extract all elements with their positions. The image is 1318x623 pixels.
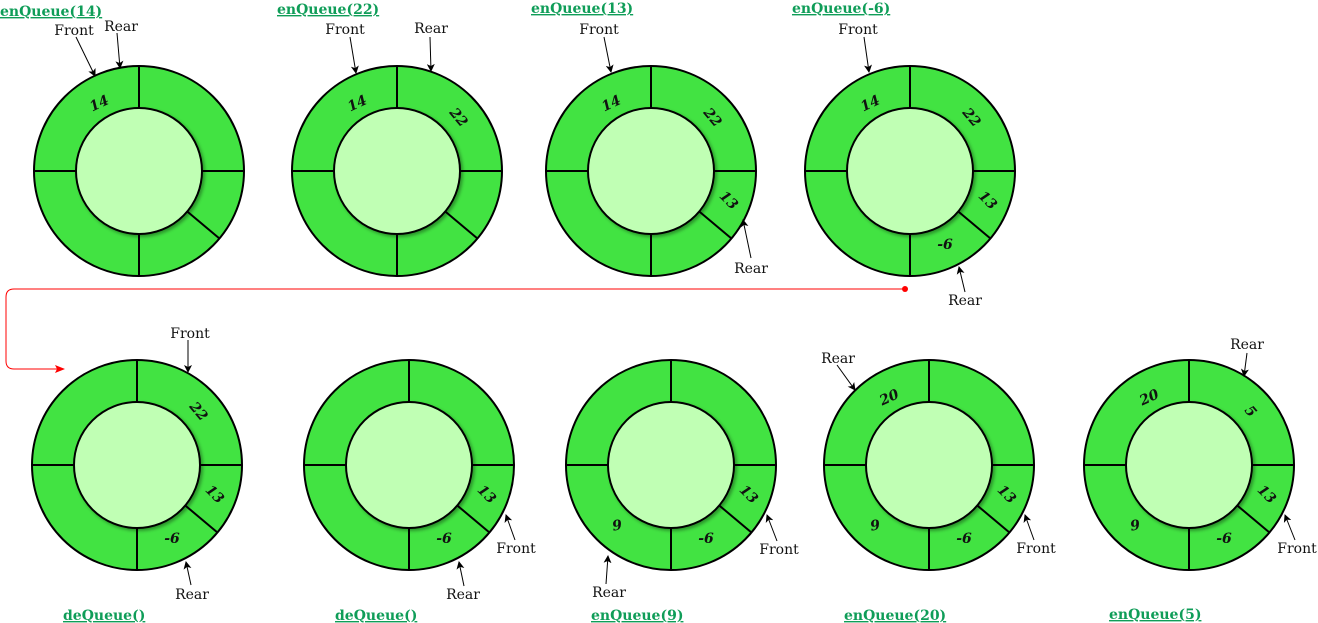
front-label: Front — [1016, 541, 1056, 557]
slot-value: 20 — [1136, 386, 1162, 409]
rear-pointer-arrow — [1240, 352, 1249, 377]
queue-state-1: 14 enQueue(14) Front Rear — [0, 4, 245, 277]
rear-pointer-arrow — [603, 555, 612, 585]
rear-pointer-arrow — [426, 36, 435, 72]
operation-title: enQueue(14) — [0, 4, 102, 20]
front-pointer-arrow — [1023, 514, 1035, 541]
queue-center — [333, 107, 461, 235]
rear-pointer-arrow — [183, 561, 192, 586]
front-label: Front — [759, 542, 799, 558]
slot-divider — [698, 210, 733, 240]
rear-pointer-arrow — [115, 32, 124, 69]
slot-divider — [1236, 504, 1271, 534]
slot-value: 14 — [345, 93, 369, 116]
slot-value: 9 — [869, 517, 882, 534]
operation-title: enQueue(22) — [277, 2, 379, 18]
front-pointer-arrow — [504, 514, 516, 541]
slot-value: 20 — [876, 386, 902, 409]
rear-pointer-arrow — [740, 219, 752, 259]
slot-value: 14 — [599, 93, 623, 116]
front-label: Front — [838, 22, 878, 38]
front-label: Front — [170, 326, 210, 342]
rear-label: Rear — [1230, 337, 1264, 353]
slot-value: 9 — [1129, 517, 1142, 534]
rear-pointer-arrow — [836, 364, 856, 391]
front-label: Front — [54, 23, 94, 39]
slot-divider — [444, 210, 479, 240]
rear-label: Rear — [446, 587, 480, 603]
front-pointer-arrow — [765, 514, 778, 542]
queue-center — [607, 401, 735, 529]
slot-value: 9 — [611, 517, 624, 534]
slot-divider — [456, 504, 491, 534]
slot-divider — [957, 210, 992, 240]
queue-center — [345, 401, 473, 529]
slot-value: 14 — [87, 93, 111, 116]
queue-center — [587, 107, 715, 235]
queue-center — [1125, 401, 1253, 529]
operation-title: enQueue(20) — [844, 608, 946, 623]
operation-title: enQueue(9) — [591, 608, 683, 623]
queue-center — [73, 401, 201, 529]
slot-value: 14 — [858, 93, 882, 116]
slot-divider — [186, 210, 221, 240]
rear-label: Rear — [414, 21, 448, 37]
front-pointer-arrow — [349, 36, 359, 74]
slot-value: -6 — [1216, 531, 1232, 547]
queue-center — [865, 401, 993, 529]
slot-value: -6 — [436, 531, 452, 547]
front-label: Front — [1277, 541, 1317, 557]
slot-value: -6 — [956, 531, 972, 547]
rear-label: Rear — [821, 351, 855, 367]
queue-center — [846, 107, 974, 235]
front-pointer-arrow — [603, 36, 614, 73]
row-connector-arrow — [5, 286, 908, 373]
slot-divider — [976, 504, 1011, 534]
operation-title: enQueue(-6) — [792, 1, 890, 17]
front-label: Front — [579, 22, 619, 38]
rear-label: Rear — [175, 587, 209, 603]
slot-value: -6 — [937, 237, 953, 253]
slot-divider — [184, 504, 219, 534]
rear-label: Rear — [948, 293, 982, 309]
front-pointer-arrow — [863, 36, 872, 73]
rear-label: Rear — [104, 19, 138, 35]
slot-value: -6 — [164, 531, 180, 547]
front-pointer-arrow — [75, 36, 96, 77]
slot-divider — [718, 504, 753, 534]
slot-value: -6 — [698, 531, 714, 547]
front-label: Front — [496, 541, 536, 557]
front-pointer-arrow — [1283, 514, 1296, 541]
rear-label: Rear — [592, 585, 626, 601]
operation-title: enQueue(13) — [531, 1, 633, 17]
rear-pointer-arrow — [456, 561, 465, 587]
front-label: Front — [325, 22, 365, 38]
queue-center — [75, 107, 203, 235]
operation-title: enQueue(5) — [1109, 607, 1201, 623]
rear-pointer-arrow — [956, 266, 966, 293]
operation-title: deQueue() — [63, 608, 145, 623]
operation-title: deQueue() — [335, 608, 417, 623]
rear-label: Rear — [734, 261, 768, 277]
